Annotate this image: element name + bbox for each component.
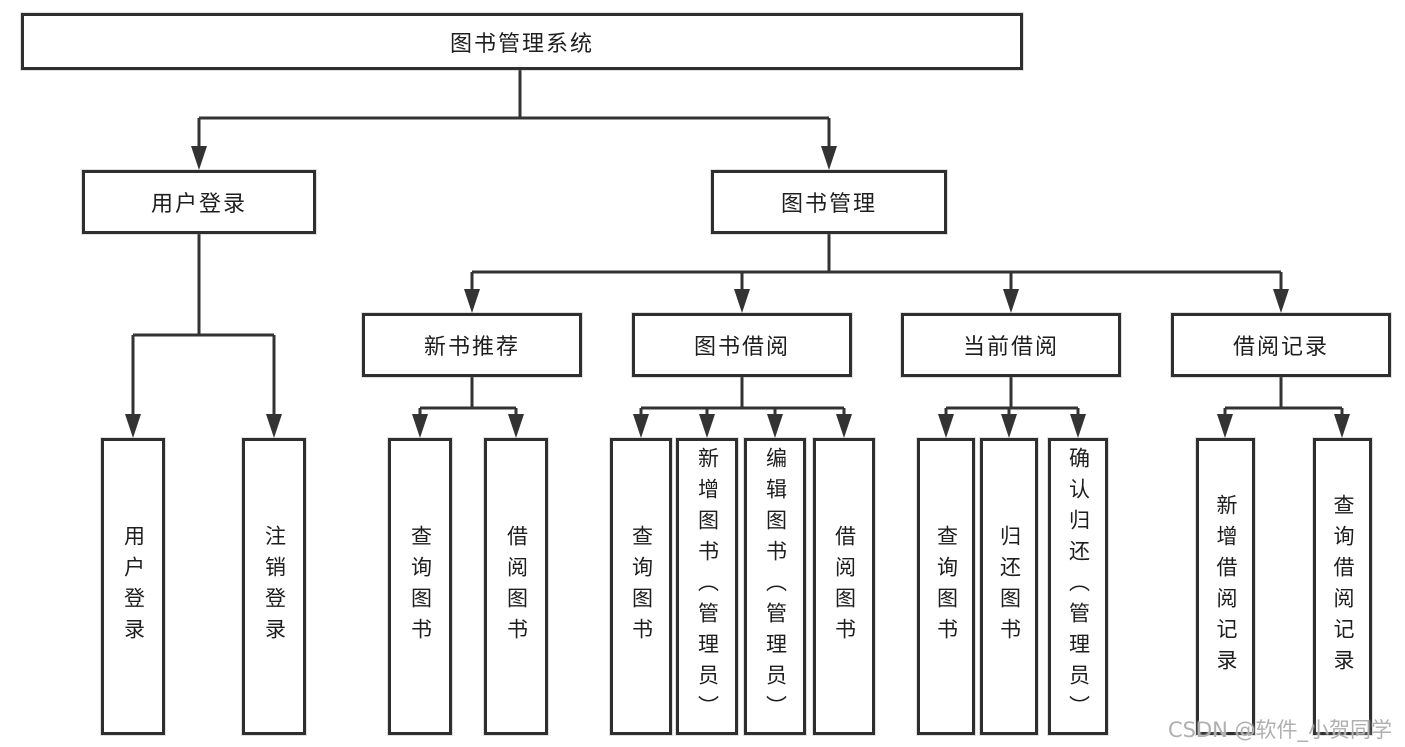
node-current-borrowing: 当前借阅 <box>901 313 1121 377</box>
connector-book-mgmt-to-level2 <box>464 234 1289 313</box>
connector-user-login-children <box>125 234 282 438</box>
leaf-confirm-return-admin: 确认归还（管理员） <box>1048 438 1108 735</box>
connector-root-to-level1 <box>191 70 837 170</box>
leaf-borrow-books-recommend: 借阅图书 <box>484 438 548 735</box>
node-new-book-recommend: 新书推荐 <box>362 313 582 377</box>
leaf-query-books-recommend: 查询图书 <box>388 438 452 735</box>
connector-current-borrowing-children <box>938 377 1086 438</box>
leaf-query-books-current: 查询图书 <box>917 438 975 735</box>
node-book-borrowing: 图书借阅 <box>632 313 852 377</box>
node-library-management-system: 图书管理系统 <box>21 13 1023 70</box>
leaf-query-books-borrowing: 查询图书 <box>610 438 672 735</box>
leaf-borrow-books-borrowing: 借阅图书 <box>813 438 875 735</box>
leaf-edit-book-admin: 编辑图书（管理员） <box>744 438 806 735</box>
connector-book-borrowing-children <box>633 377 852 438</box>
leaf-add-borrow-record: 新增借阅记录 <box>1196 438 1255 735</box>
leaf-logout: 注销登录 <box>242 438 306 735</box>
leaf-user-login: 用户登录 <box>101 438 165 735</box>
leaf-add-book-admin: 新增图书（管理员） <box>676 438 738 735</box>
csdn-watermark: CSDN @软件_小贺同学 <box>1168 718 1393 742</box>
node-book-management: 图书管理 <box>711 170 947 234</box>
leaf-return-book: 归还图书 <box>980 438 1038 735</box>
node-borrow-records: 借阅记录 <box>1171 313 1391 377</box>
node-user-login: 用户登录 <box>82 170 316 234</box>
connector-new-book-recommend-children <box>412 377 524 438</box>
connector-borrow-records-children <box>1217 377 1350 438</box>
leaf-query-borrow-record: 查询借阅记录 <box>1313 438 1372 735</box>
